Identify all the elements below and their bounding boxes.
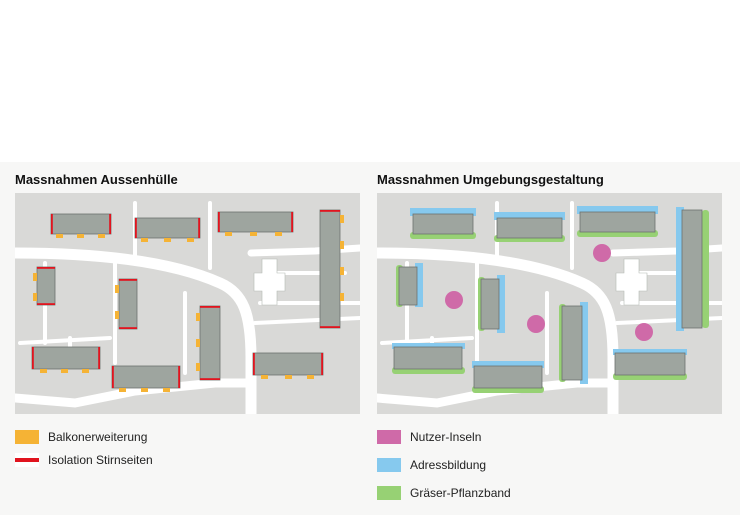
grass-swatch (377, 486, 401, 500)
legend-item-balkonerweiterung: Balkonerweiterung (15, 430, 147, 444)
building-white (615, 258, 648, 306)
legend-label: Nutzer-Inseln (410, 430, 482, 444)
legend-label: Balkonerweiterung (48, 430, 148, 444)
address-swatch (377, 458, 401, 472)
panel-title-aussenhuelle: Massnahmen Aussenhülle (15, 172, 178, 187)
site-plan-aussenhuelle (15, 193, 360, 414)
panel-title-umgebungsgestaltung: Massnahmen Umgebungsgestaltung (377, 172, 604, 187)
site-plan-umgebungsgestaltung (377, 193, 722, 414)
isolation-marks (32, 210, 340, 388)
balcony-marks (33, 215, 344, 392)
buildings (393, 209, 703, 389)
isolation-swatch (15, 453, 39, 467)
user-islands (445, 244, 653, 341)
user-island-swatch (377, 430, 401, 444)
legend-label: Isolation Stirnseiten (48, 453, 153, 467)
legend-label: Gräser-Pflanzband (410, 486, 511, 500)
building-white (253, 258, 286, 306)
legend-item-graeser-pflanzband: Gräser-Pflanzband (377, 486, 511, 500)
legend-item-isolation-stirnseiten: Isolation Stirnseiten (15, 453, 153, 467)
balcony-swatch (15, 430, 39, 444)
legend-item-nutzer-inseln: Nutzer-Inseln (377, 430, 481, 444)
address-bands (392, 206, 687, 384)
legend-label: Adressbildung (410, 458, 487, 472)
legend-item-adressbildung: Adressbildung (377, 458, 486, 472)
